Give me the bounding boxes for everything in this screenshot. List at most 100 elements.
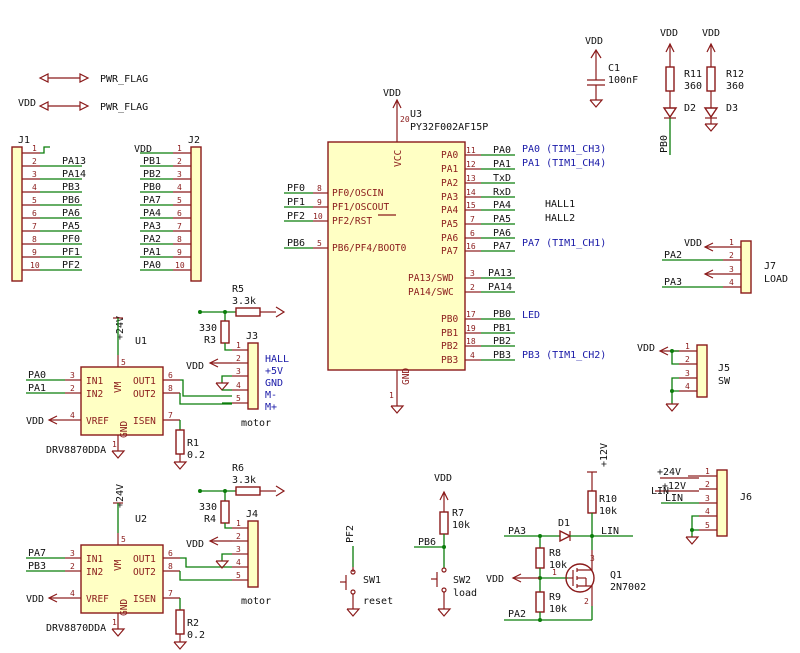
mcu-u3: VDD 20 U3 PY32F002AF15P VCC GND 1 8 9 10… (284, 88, 606, 414)
r4-value: 330 (199, 502, 217, 513)
j1-net-8: PF0 (62, 234, 80, 245)
d3-ref: D3 (726, 103, 738, 114)
j7-value: LOAD (764, 274, 788, 285)
u2-24v-net: +24V (115, 484, 126, 508)
r8-ref: R8 (549, 548, 561, 559)
u1-isen-label: ISEN (133, 416, 156, 427)
j7-net-pa3: PA3 (664, 277, 682, 288)
j6-net-lin: LIN (665, 493, 683, 504)
u3-pin-gnd-number: 1 (389, 391, 394, 400)
u1-out1-n: 6 (168, 371, 173, 380)
j2-net-9: PA1 (143, 247, 161, 258)
driver-u1: +24V 5 U1 IN1 IN2 VREF VM GND OUT1 OUT2 … (26, 316, 232, 470)
j2-net-7: PA3 (143, 221, 161, 232)
u1-in2-label: IN2 (86, 389, 103, 400)
j2-net-4: PB0 (143, 182, 161, 193)
u1-vm-n: 5 (121, 358, 126, 367)
u3-note-0: PA0 (TIM1_CH3) (522, 144, 606, 155)
svg-text:4: 4 (236, 381, 241, 390)
u2-vref-n: 4 (70, 589, 75, 598)
u3-lpin-name-2: PF2/RST (332, 216, 372, 227)
u1-in2-n: 2 (70, 384, 75, 393)
j3-legend-4: M+ (265, 402, 277, 413)
u3-rpin-n-12: 18 (466, 337, 476, 346)
u1-value: DRV8870DDA (46, 445, 106, 456)
u3-rpin-name-11: PB1 (441, 328, 458, 339)
u3-rnet-12: PB2 (493, 336, 511, 347)
u2-ref: U2 (135, 514, 147, 525)
svg-text:2: 2 (32, 157, 37, 166)
switch-sw1: PF2 SW1 reset (340, 525, 393, 617)
svg-text:4: 4 (177, 183, 182, 192)
j2-net-2: PB1 (143, 156, 161, 167)
sw2-ref: SW2 (453, 575, 471, 586)
u3-rnet-4: PA4 (493, 200, 511, 211)
u2-in2-net: PB3 (28, 561, 46, 572)
j7-net-pa2: PA2 (664, 250, 682, 261)
u3-pin-vcc-number: 20 (400, 115, 410, 124)
r7-value: 10k (452, 520, 470, 531)
pb0-net: PB0 (659, 135, 670, 153)
r7-ref: R7 (452, 508, 464, 519)
svg-text:2: 2 (705, 480, 710, 489)
u3-lpin-n-1: 9 (317, 198, 322, 207)
u3-rpin-n-2: 13 (466, 174, 476, 183)
pwr-flag-label-2: PWR_FLAG (100, 102, 148, 113)
u3-rpin-name-9: PA14/SWC (408, 287, 454, 298)
svg-text:4: 4 (236, 558, 241, 567)
svg-text:5: 5 (705, 521, 710, 530)
u2-out1-label: OUT1 (133, 554, 156, 565)
switch-sw2: VDD R7 10k PB6 SW2 load (414, 473, 477, 617)
svg-text:4: 4 (705, 507, 710, 516)
u3-rpin-name-10: PB0 (441, 314, 458, 325)
svg-text:4: 4 (32, 183, 37, 192)
r5-ref: R5 (232, 284, 244, 295)
r10-value: 10k (599, 506, 617, 517)
u3-rpin-name-12: PB2 (441, 341, 458, 352)
j2-net-1: VDD (134, 144, 152, 155)
j3-value: motor (241, 418, 271, 429)
q-pin-2: 2 (584, 597, 589, 606)
svg-text:5: 5 (32, 196, 37, 205)
connector-j3: R5 3.3k 330 R3 1 2 3 4 5 J3 HALL +5V GND… (186, 284, 289, 429)
j1-net-5: PB6 (62, 195, 80, 206)
u3-vdd-net: VDD (383, 88, 401, 99)
u3-lnet-2: PF2 (287, 211, 305, 222)
u1-vm-label: VM (113, 381, 124, 393)
r12-value: 360 (726, 81, 744, 92)
u3-lnet-3: PB6 (287, 238, 305, 249)
r5-value: 3.3k (232, 296, 256, 307)
u1-out1-label: OUT1 (133, 376, 156, 387)
svg-text:3: 3 (236, 367, 241, 376)
j1-net-6: PA6 (62, 208, 80, 219)
u3-note-4: HALL1 (545, 199, 575, 210)
u3-lpin-n-0: 8 (317, 184, 322, 193)
u3-rpin-n-3: 14 (466, 188, 476, 197)
u3-rpin-name-3: PA3 (441, 192, 458, 203)
d2-ref: D2 (684, 103, 696, 114)
svg-text:1: 1 (705, 467, 710, 476)
svg-text:3: 3 (32, 170, 37, 179)
j2-net-10: PA0 (143, 260, 161, 271)
u2-in2-n: 2 (70, 562, 75, 571)
u3-rpin-n-5: 7 (470, 215, 475, 224)
svg-text:2: 2 (685, 355, 690, 364)
u3-lpin-n-3: 5 (317, 239, 322, 248)
u3-lpin-name-3: PB6/PF4/BOOT0 (332, 243, 407, 254)
svg-text:3: 3 (729, 265, 734, 274)
u2-vm-label: VM (113, 559, 124, 571)
u3-lpin-n-2: 10 (313, 212, 323, 221)
u1-vref-net: VDD (26, 416, 44, 427)
c1-ref: C1 (608, 63, 620, 74)
u3-rpin-n-10: 17 (466, 310, 476, 319)
u1-in2-net: PA1 (28, 383, 46, 394)
svg-text:8: 8 (32, 235, 37, 244)
r9-value: 10k (549, 604, 567, 615)
sw2-net: PB6 (418, 537, 436, 548)
svg-text:10: 10 (30, 261, 40, 270)
u3-rpin-name-7: PA7 (441, 246, 458, 257)
sw2-value: load (453, 588, 477, 599)
j1-net-4: PB3 (62, 182, 80, 193)
connector-j2: J2 1 2 3 4 5 6 7 8 9 10 VDD PB1 PB2 PB0 … (134, 135, 202, 282)
j1-net-2: PA13 (62, 156, 86, 167)
